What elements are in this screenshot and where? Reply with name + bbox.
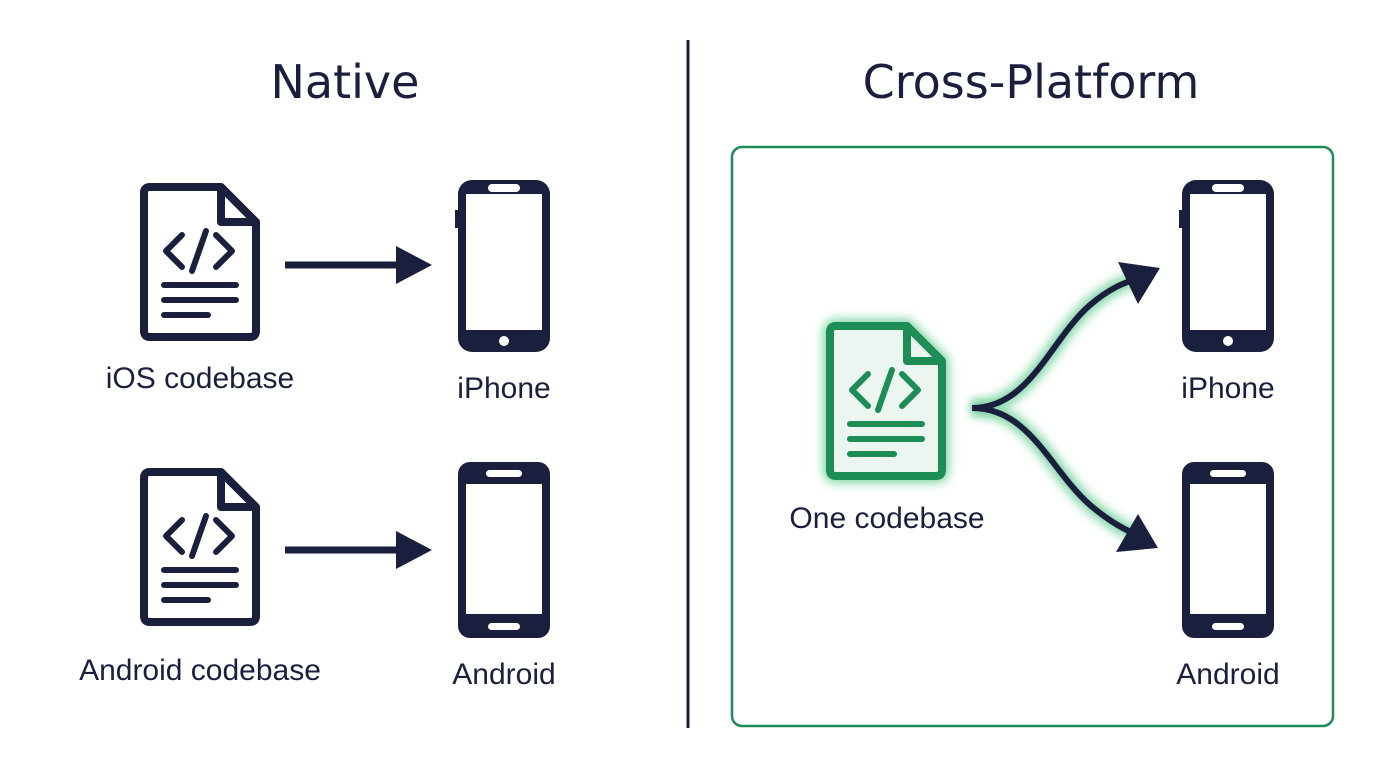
android-codebase-label: Android codebase (79, 654, 321, 687)
cross-platform-title: Cross-Platform (863, 55, 1200, 109)
branch-arrows (971, 262, 1160, 552)
code-file-icon (140, 183, 260, 341)
code-file-icon (140, 468, 260, 626)
one-codebase-label: One codebase (789, 502, 984, 535)
native-title: Native (271, 55, 420, 109)
iphone-icon (455, 180, 550, 352)
iphone-icon (1179, 180, 1274, 352)
arrowhead-icon (1118, 262, 1160, 304)
arrow-right-icon (285, 246, 432, 284)
arrow-right-icon (285, 531, 432, 569)
arrow-to-android (971, 405, 1142, 539)
android-label: Android (452, 658, 555, 691)
android-phone-icon (1182, 462, 1274, 638)
iphone-label: iPhone (457, 372, 550, 405)
code-file-icon (823, 319, 949, 483)
android-phone-icon (458, 462, 550, 638)
ios-codebase-label: iOS codebase (106, 362, 294, 395)
android-label: Android (1176, 658, 1279, 691)
arrowhead-icon (1116, 514, 1158, 552)
arrow-to-iphone (971, 275, 1141, 411)
iphone-label: iPhone (1181, 372, 1274, 405)
cross-platform-frame (730, 145, 1335, 728)
cross-platform-section: Cross-Platform One codebase (730, 55, 1335, 728)
native-section: Native iOS codebase iPhone (79, 55, 556, 691)
